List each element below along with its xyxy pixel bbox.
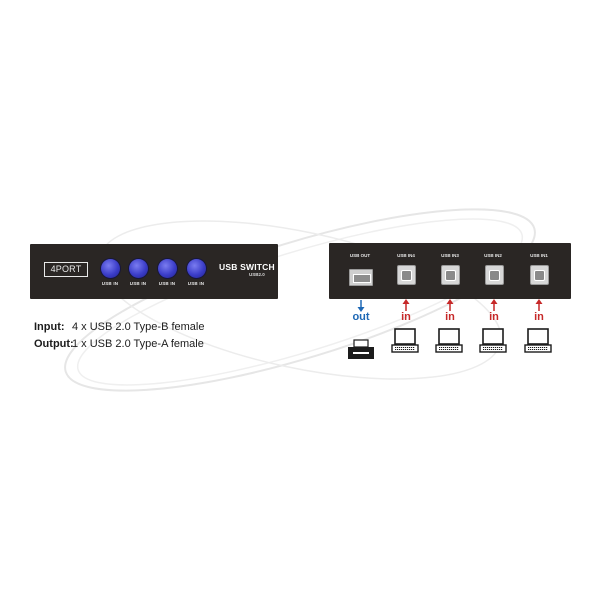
arrow-up-icon: [490, 299, 498, 311]
usb-type-b-port-3: [441, 265, 460, 285]
laptop-icon: [524, 328, 552, 353]
usb-type-b-port-1: [530, 265, 549, 285]
spec-output-key: Output:: [34, 338, 74, 350]
port-count-badge: 4PORT: [44, 262, 88, 277]
usb-in-button-4[interactable]: [187, 259, 206, 278]
in-label: in: [489, 311, 499, 323]
printer-icon: [348, 339, 374, 359]
laptop-icon: [435, 328, 463, 353]
out-label: out: [352, 311, 370, 323]
arrow-up-icon: [535, 299, 543, 311]
spec-input-key: Input:: [34, 321, 65, 333]
laptop-icon: [391, 328, 419, 353]
in-label: in: [445, 311, 455, 323]
usb-in-button-2[interactable]: [129, 259, 148, 278]
port-label-usb-in2: USB IN2: [484, 253, 502, 258]
usb-in-button-3[interactable]: [158, 259, 177, 278]
usb-type-b-port-4: [397, 265, 416, 285]
usb-type-a-port: [349, 269, 373, 286]
usb-in-button-1[interactable]: [101, 259, 120, 278]
product-title: USB SWITCH: [219, 262, 275, 272]
port-label-usb-in4: USB IN4: [397, 253, 415, 258]
usb-in-button-label: USB IN: [187, 281, 205, 286]
spec-input-value: 4 x USB 2.0 Type-B female: [72, 321, 205, 333]
product-subtitle: USB2.0: [249, 272, 265, 277]
usb-in-button-label: USB IN: [158, 281, 176, 286]
spec-output-value: 1 x USB 2.0 Type-A female: [72, 338, 204, 350]
usb-type-b-port-2: [485, 265, 504, 285]
arrow-up-icon: [446, 299, 454, 311]
switch-rear-panel: USB OUT USB IN4 USB IN3 USB IN2 USB IN1: [329, 243, 571, 299]
port-label-usb-in1: USB IN1: [530, 253, 548, 258]
arrow-up-icon: [402, 299, 410, 311]
arrow-down-icon: [357, 300, 365, 312]
usb-in-button-label: USB IN: [129, 281, 147, 286]
port-label-usb-in3: USB IN3: [441, 253, 459, 258]
port-label-usb-out: USB OUT: [349, 253, 371, 258]
switch-front-panel: 4PORT USB IN USB IN USB IN USB IN USB SW…: [30, 244, 278, 299]
laptop-icon: [479, 328, 507, 353]
in-label: in: [401, 311, 411, 323]
in-label: in: [534, 311, 544, 323]
usb-in-button-label: USB IN: [101, 281, 119, 286]
